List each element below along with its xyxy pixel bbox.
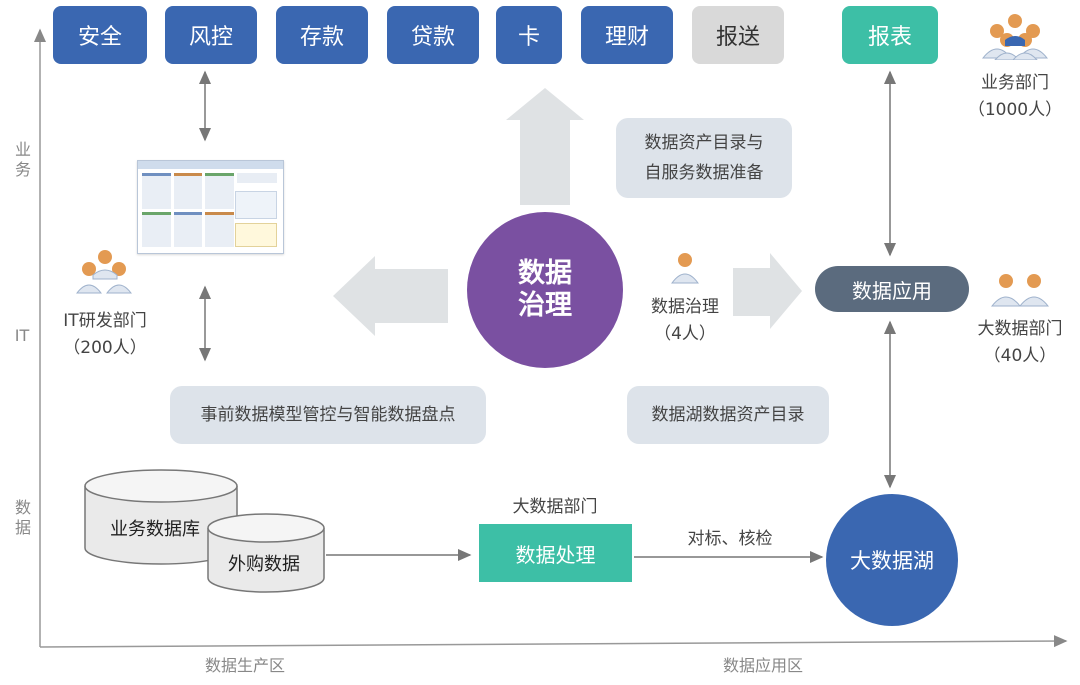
big-data-lake-node[interactable]: 大数据湖 xyxy=(826,494,958,626)
governance-team-name: 数据治理 xyxy=(651,297,719,317)
bigdata-dept-right-label: 大数据部门 （40人） xyxy=(965,316,1075,370)
tab-card[interactable]: 卡 xyxy=(496,6,562,64)
right-arrow xyxy=(733,253,802,329)
governance-team-count: （4人） xyxy=(654,324,716,344)
database-cylinders xyxy=(84,469,325,593)
x-axis-label-production: 数据生产区 xyxy=(204,656,285,675)
data-governance-hub[interactable]: 数据 治理 xyxy=(467,212,623,368)
tab-security[interactable]: 安全 xyxy=(53,6,147,64)
tab-deposit[interactable]: 存款 xyxy=(276,6,368,64)
business-database-label: 业务数据库 xyxy=(110,519,200,540)
bigdata-dept-people-icon xyxy=(990,274,1050,307)
y-axis-label-it: IT xyxy=(14,326,30,345)
up-arrow xyxy=(506,88,584,205)
business-dept-count: （1000人） xyxy=(967,100,1063,120)
y-axis-label-business: 业务 xyxy=(14,140,31,179)
data-processing-node[interactable]: 数据处理 xyxy=(479,524,632,582)
bigdata-dept-right-name: 大数据部门 xyxy=(977,319,1063,339)
x-axis xyxy=(39,635,1068,648)
catalog-note: 数据资产目录与 自服务数据准备 xyxy=(616,118,792,198)
tab-report[interactable]: 报表 xyxy=(842,6,938,64)
it-dept-count: （200人） xyxy=(63,338,147,358)
governance-person-icon xyxy=(671,253,699,284)
catalog-note-line1: 数据资产目录与 xyxy=(644,133,764,153)
it-dept-label: IT研发部门 （200人） xyxy=(50,308,160,362)
bigdata-dept-center-label: 大数据部门 xyxy=(512,497,598,517)
catalog-note-line2: 自服务数据准备 xyxy=(644,163,764,183)
left-arrow xyxy=(333,256,448,336)
data-application-node[interactable]: 数据应用 xyxy=(815,266,969,312)
lake-catalog-note: 数据湖数据资产目录 xyxy=(627,386,829,444)
y-axis-label-data: 数据 xyxy=(14,498,31,537)
tab-loan[interactable]: 贷款 xyxy=(387,6,479,64)
governance-hub-line2: 治理 xyxy=(518,290,572,321)
bigdata-dept-right-count: （40人） xyxy=(983,346,1057,366)
pre-control-note: 事前数据模型管控与智能数据盘点 xyxy=(170,386,486,444)
it-dept-name: IT研发部门 xyxy=(63,311,147,331)
tab-risk-control[interactable]: 风控 xyxy=(165,6,257,64)
tab-wealth[interactable]: 理财 xyxy=(581,6,673,64)
business-dept-name: 业务部门 xyxy=(981,73,1049,93)
x-axis-label-application: 数据应用区 xyxy=(722,656,803,675)
tab-submission[interactable]: 报送 xyxy=(692,6,784,64)
governance-team-label: 数据治理 （4人） xyxy=(630,294,740,348)
reconcile-label: 对标、核检 xyxy=(687,529,773,549)
portal-screenshot xyxy=(137,160,284,254)
governance-hub-line1: 数据 xyxy=(518,258,572,289)
it-dept-people-icon xyxy=(75,250,133,294)
business-dept-people-icon xyxy=(981,14,1049,60)
business-dept-label: 业务部门 （1000人） xyxy=(965,70,1065,124)
purchased-data-label: 外购数据 xyxy=(228,554,300,575)
